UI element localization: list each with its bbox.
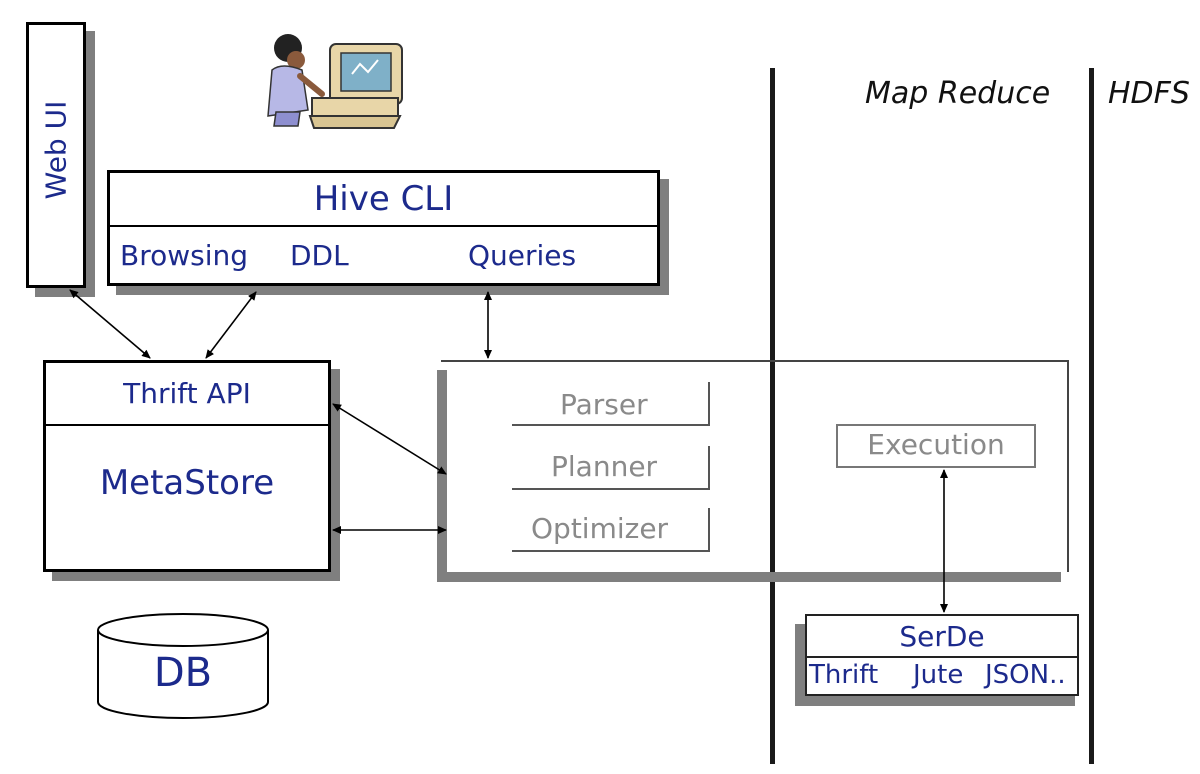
metastore-divider: [46, 424, 328, 426]
hdfs-header: HDFS: [1108, 76, 1190, 111]
browsing-thrift-arrow: [205, 291, 257, 359]
serde-divider: [807, 656, 1077, 658]
compiler-region: [441, 360, 1069, 572]
hdfs-divider-line: [1089, 68, 1094, 764]
queries-label: Queries: [468, 239, 577, 272]
optimizer-bracket: [512, 508, 710, 552]
hive-cli-divider: [110, 225, 657, 227]
serde-box: SerDe Thrift Jute JSON..: [805, 614, 1079, 696]
planner-label: Planner: [551, 450, 658, 483]
metastore-title: MetaStore: [99, 463, 275, 503]
serde-thrift-label: Thrift: [809, 660, 879, 690]
parser-label: Parser: [560, 388, 648, 421]
execution-box: [836, 424, 1036, 468]
ddl-label: DDL: [290, 239, 349, 272]
hive-cli-title: Hive CLI: [313, 179, 454, 219]
web-ui-label: Web UI: [39, 100, 73, 200]
browsing-label: Browsing: [120, 239, 249, 272]
mapreduce-divider-line: [770, 68, 775, 764]
parser-bracket: [512, 382, 710, 426]
thrift-api-label: Thrift API: [123, 377, 251, 410]
map-reduce-header: Map Reduce: [865, 76, 1051, 111]
execution-label: Execution: [867, 428, 1005, 461]
metastore-box: Thrift API MetaStore: [43, 360, 331, 572]
compiler-region-shadow-left: [437, 370, 447, 582]
db-label: DB: [153, 650, 213, 696]
webui-thrift-arrow: [69, 289, 151, 359]
thrift-compiler-arrow: [332, 403, 447, 475]
optimizer-label: Optimizer: [531, 512, 669, 545]
serde-jute-label: Jute: [913, 660, 964, 690]
planner-bracket: [512, 446, 710, 490]
serde-title: SerDe: [899, 620, 985, 653]
hive-cli-box: Hive CLI Browsing DDL Queries: [107, 170, 660, 286]
serde-json-label: JSON..: [985, 660, 1066, 690]
web-ui-box: [26, 22, 86, 288]
compiler-region-shadow-bottom: [437, 572, 1061, 582]
